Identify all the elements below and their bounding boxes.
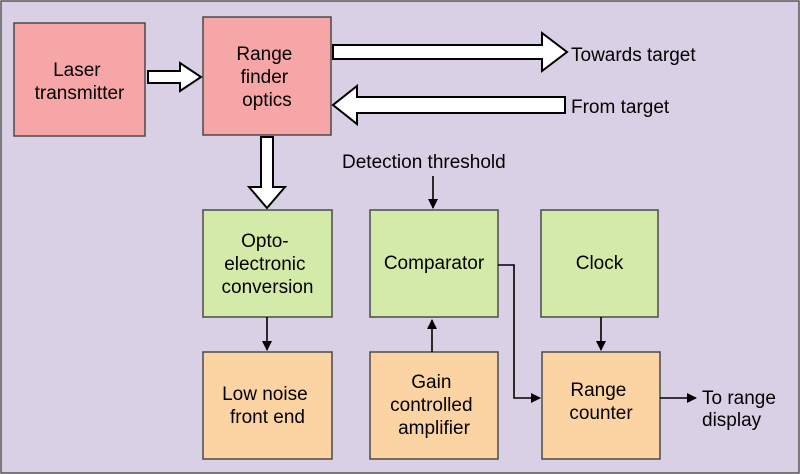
label-to-range-display-line1: To range	[702, 388, 776, 409]
svg-text:Range finder optic: Range finder optics	[236, 44, 297, 111]
block-low-noise-front-end: Low noise front end	[202, 351, 333, 460]
label-counter-line2: counter	[569, 403, 633, 424]
svg-text:Opto- electronic c: Opto- electronic conversion	[222, 231, 314, 298]
label-detection-threshold: Detection threshold	[342, 152, 506, 173]
label-laser-transmitter-line1: Laser	[53, 60, 101, 81]
label-comparator: Comparator	[384, 253, 485, 274]
label-amplifier-line1: Gain	[411, 372, 451, 393]
label-optics-line1: Range	[236, 44, 292, 65]
label-front-end-line1: Low noise	[222, 384, 308, 405]
block-range-counter: Range counter	[541, 351, 661, 460]
block-range-finder-optics: Range finder optics	[202, 16, 332, 136]
arrow-towards-target	[332, 30, 569, 74]
label-optics-line2: finder	[241, 67, 289, 88]
block-opto-electronic-conversion: Opto- electronic conversion	[202, 209, 333, 318]
label-optics-line3: optics	[242, 90, 292, 111]
label-opto-line2: electronic	[224, 254, 305, 275]
label-laser-transmitter-line2: transmitter	[35, 83, 125, 104]
block-clock: Clock	[540, 209, 659, 318]
svg-text:Laser transmitter: Laser transmitter	[35, 60, 125, 104]
block-comparator: Comparator	[369, 209, 499, 318]
arrow-comparator-to-counter	[498, 264, 541, 403]
svg-text:Range counter: Range counter	[569, 380, 633, 424]
svg-text:Clock: Clock	[576, 253, 624, 274]
arrow-laser-to-optics	[147, 61, 203, 93]
arrow-optics-to-conversion	[246, 136, 288, 210]
label-clock: Clock	[576, 253, 624, 274]
label-opto-line1: Opto-	[241, 231, 289, 252]
label-amplifier-line3: amplifier	[398, 418, 470, 439]
block-laser-transmitter: Laser transmitter	[13, 22, 146, 137]
label-counter-line1: Range	[570, 380, 626, 401]
arrow-from-target	[331, 83, 566, 127]
svg-text:Comparator: Comparator	[384, 253, 485, 274]
label-amplifier-line2: controlled	[390, 395, 472, 416]
label-to-range-display-line2: display	[702, 410, 762, 431]
svg-text:Gain controlled am: Gain controlled amplifier	[390, 372, 478, 439]
label-towards-target: Towards target	[571, 45, 696, 66]
label-from-target: From target	[571, 97, 670, 118]
label-front-end-line2: front end	[230, 407, 305, 428]
label-opto-line3: conversion	[222, 277, 314, 298]
svg-text:Low noise front end: Low noise front end	[222, 384, 313, 428]
block-gain-controlled-amplifier: Gain controlled amplifier	[369, 351, 499, 460]
